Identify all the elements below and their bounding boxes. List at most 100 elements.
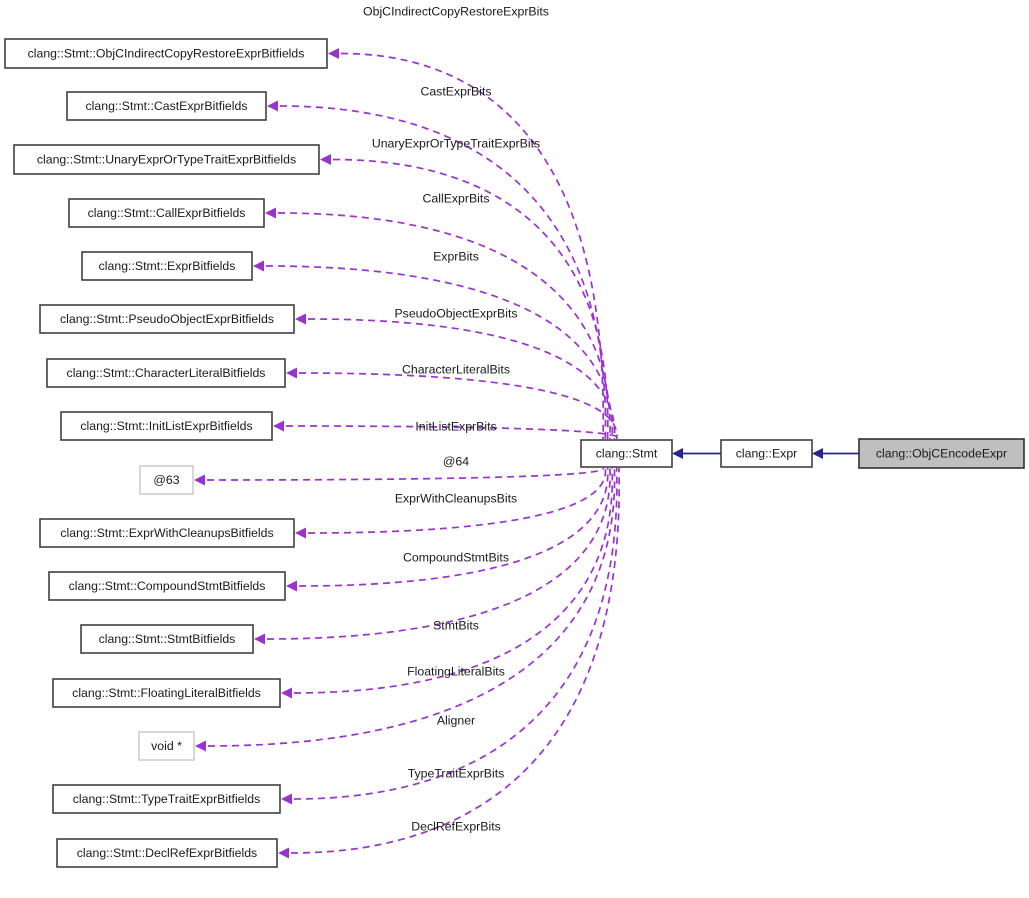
node-rect xyxy=(39,304,295,334)
node-rect xyxy=(81,251,253,281)
node-label: clang::Stmt::CharacterLiteralBitfields xyxy=(67,366,266,380)
usage-edge xyxy=(279,105,607,440)
arrowhead xyxy=(295,313,306,325)
arrowhead xyxy=(812,448,823,459)
arrowhead xyxy=(295,527,306,539)
node-label: clang::Stmt::CallExprBitfields xyxy=(88,206,246,220)
node-exprwithcleanups[interactable]: clang::Stmt::ExprWithCleanupsBitfields xyxy=(39,518,295,548)
node-label: clang::Stmt xyxy=(596,446,658,460)
node-typetrait[interactable]: clang::Stmt::TypeTraitExprBitfields xyxy=(52,784,281,814)
node-stmt[interactable]: clang::Stmt xyxy=(580,439,673,468)
node-label: clang::Stmt::ExprWithCleanupsBitfields xyxy=(60,526,273,540)
edge-label-objcindirect: ObjCIndirectCopyRestoreExprBits xyxy=(363,4,549,18)
node-rect xyxy=(720,439,813,468)
node-stmtbits[interactable]: clang::Stmt::StmtBitfields xyxy=(80,624,254,654)
usage-edge xyxy=(307,467,607,534)
node-rect xyxy=(52,678,281,708)
usage-edge xyxy=(298,372,618,440)
node-rect xyxy=(39,518,295,548)
usage-edge xyxy=(293,467,614,694)
member-node-group: clang::Stmt::ObjCIndirectCopyRestoreExpr… xyxy=(4,38,328,868)
arrowhead xyxy=(194,474,205,486)
arrowhead xyxy=(265,207,276,219)
edge-label-callexpr: CallExprBits xyxy=(423,191,490,205)
arrowhead xyxy=(328,48,339,59)
node-rect xyxy=(66,91,267,121)
node-label: clang::Stmt::PseudoObjectExprBitfields xyxy=(60,312,274,326)
node-unaryexpr[interactable]: clang::Stmt::UnaryExprOrTypeTraitExprBit… xyxy=(13,144,320,175)
node-objcencodeexpr[interactable]: clang::ObjCEncodeExpr xyxy=(858,438,1025,469)
node-label: clang::Stmt::CastExprBitfields xyxy=(86,99,248,113)
edge-label-unaryexpr: UnaryExprOrTypeTraitExprBits xyxy=(372,136,540,150)
node-floatingliteral[interactable]: clang::Stmt::FloatingLiteralBitfields xyxy=(52,678,281,708)
usage-edge xyxy=(207,467,616,747)
node-label: clang::Stmt::ObjCIndirectCopyRestoreExpr… xyxy=(28,46,305,60)
arrowhead xyxy=(281,687,292,699)
node-at63[interactable]: @63 xyxy=(139,465,194,495)
node-label: clang::Stmt::ExprBitfields xyxy=(99,259,236,273)
node-rect xyxy=(56,838,278,868)
node-rect xyxy=(68,198,265,228)
node-declref[interactable]: clang::Stmt::DeclRefExprBitfields xyxy=(56,838,278,868)
node-rect xyxy=(80,624,254,654)
node-label: @63 xyxy=(153,473,179,487)
edge-label-exprwithcleanups: ExprWithCleanupsBits xyxy=(395,491,517,505)
node-label: clang::Stmt::FloatingLiteralBitfields xyxy=(72,686,261,700)
node-initlist[interactable]: clang::Stmt::InitListExprBitfields xyxy=(60,411,273,441)
node-callexpr[interactable]: clang::Stmt::CallExprBitfields xyxy=(68,198,265,228)
node-label: clang::Stmt::DeclRefExprBitfields xyxy=(77,846,257,860)
usage-edge xyxy=(290,467,620,854)
edge-label-characterliteral: CharacterLiteralBits xyxy=(402,362,510,376)
edge-label-voidptr: Aligner xyxy=(437,713,475,727)
node-characterliteral[interactable]: clang::Stmt::CharacterLiteralBitfields xyxy=(46,358,286,388)
arrowhead xyxy=(254,633,265,645)
arrowhead xyxy=(286,580,297,592)
node-label: clang::Stmt::CompoundStmtBitfields xyxy=(69,579,266,593)
arrowhead xyxy=(267,100,278,112)
edge-label-exprbits: ExprBits xyxy=(433,249,479,263)
edge-label-castexpr: CastExprBits xyxy=(420,84,491,98)
node-label: void * xyxy=(151,739,182,753)
usage-edge xyxy=(340,52,605,440)
arrowhead xyxy=(281,793,292,805)
node-label: clang::Stmt::InitListExprBitfields xyxy=(80,419,252,433)
edge-label-compoundstmt: CompoundStmtBits xyxy=(403,550,509,564)
usage-edge xyxy=(277,212,611,440)
main-chain-node-group: clang::Stmt clang::Expr clang::ObjCEncodeE… xyxy=(580,438,1025,469)
usage-edge xyxy=(298,467,609,587)
node-rect xyxy=(139,465,194,495)
node-objcindirect[interactable]: clang::Stmt::ObjCIndirectCopyRestoreExpr… xyxy=(4,38,328,69)
inheritance-edge-group xyxy=(672,448,859,459)
node-rect xyxy=(46,358,286,388)
node-compoundstmt[interactable]: clang::Stmt::CompoundStmtBitfields xyxy=(48,571,286,601)
edge-label-stmtbits: StmtBits xyxy=(433,618,479,632)
node-castexpr[interactable]: clang::Stmt::CastExprBitfields xyxy=(66,91,267,121)
node-exprbits[interactable]: clang::Stmt::ExprBitfields xyxy=(81,251,253,281)
usage-edge xyxy=(307,318,616,440)
edge-label-floatingliteral: FloatingLiteralBits xyxy=(407,664,505,678)
node-expr[interactable]: clang::Expr xyxy=(720,439,813,468)
arrowhead xyxy=(273,420,284,432)
usage-edge xyxy=(293,467,618,800)
node-rect xyxy=(4,38,328,69)
arrowhead xyxy=(278,847,289,859)
node-rect xyxy=(48,571,286,601)
arrowhead xyxy=(320,154,331,165)
node-rect xyxy=(138,731,195,761)
arrowhead xyxy=(195,740,206,752)
usage-edge-group xyxy=(194,48,620,859)
node-voidptr[interactable]: void * xyxy=(138,731,195,761)
node-pseudoobject[interactable]: clang::Stmt::PseudoObjectExprBitfields xyxy=(39,304,295,334)
node-rect xyxy=(52,784,281,814)
node-label: clang::Stmt::TypeTraitExprBitfields xyxy=(73,792,260,806)
node-label: clang::Stmt::StmtBitfields xyxy=(99,632,236,646)
arrowhead xyxy=(286,367,297,379)
usage-edge xyxy=(266,467,611,640)
usage-edge xyxy=(332,158,609,440)
edge-label-pseudoobject: PseudoObjectExprBits xyxy=(394,306,517,320)
usage-edge xyxy=(265,265,614,440)
node-label: clang::Expr xyxy=(736,446,798,460)
arrowhead xyxy=(253,260,264,272)
